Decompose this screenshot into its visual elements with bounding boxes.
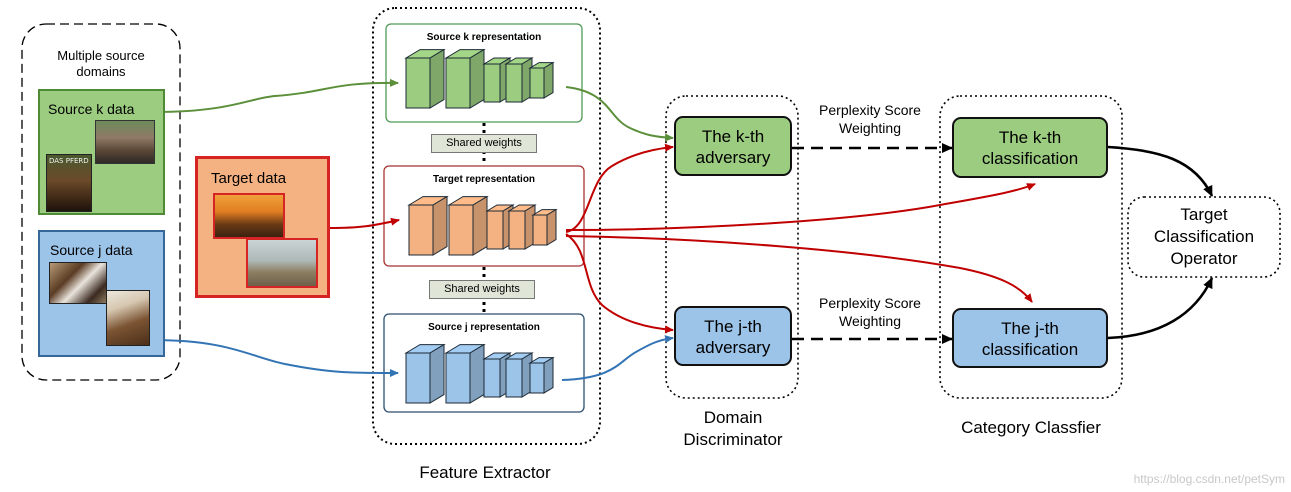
k-adversary-box: The k-th adversary <box>674 116 792 176</box>
source-j-photo-painted-horse <box>49 262 107 304</box>
j-adversary-box: The j-th adversary <box>674 306 792 366</box>
layer-cuboid-2 <box>447 195 489 256</box>
domain-discriminator-container <box>665 95 799 399</box>
source-k-photo-caption: DAS PFERD <box>49 157 89 165</box>
target-representation-label: Target representation <box>432 174 536 185</box>
source-k-photo-poster: DAS PFERD <box>46 154 92 212</box>
shared-weights-badge-top: Shared weights <box>431 134 537 153</box>
layer-cuboid-2 <box>444 343 486 404</box>
j-classification-box: The j-th classification <box>952 308 1108 368</box>
target-to-extractor-arrow <box>329 217 400 229</box>
layer-cuboid-4 <box>507 204 537 250</box>
category-classifier-container <box>939 95 1123 399</box>
source-domains-container <box>21 23 181 381</box>
target-to-j-classification <box>565 235 1033 303</box>
source-k-photo-riders <box>95 120 155 164</box>
layer-cuboid-1 <box>404 48 446 109</box>
target-layer-stack <box>407 195 558 256</box>
layer-cuboid-5 <box>531 208 558 246</box>
source-j-layer-stack <box>404 343 555 404</box>
layer-cuboid-2 <box>444 48 486 109</box>
layer-cuboid-5 <box>528 61 555 99</box>
category-classifier-title: Category Classfier <box>961 418 1101 437</box>
layer-cuboid-1 <box>407 195 449 256</box>
weighting-label-j: Perplexity Score Weighting <box>819 295 921 329</box>
shared-weights-badge-bottom: Shared weights <box>429 280 535 299</box>
domain-discriminator-title: Domain Discriminator <box>683 408 783 449</box>
feature-extractor-container <box>372 7 601 445</box>
source-k-to-extractor-arrow <box>154 78 399 113</box>
layer-cuboid-5 <box>528 356 555 394</box>
j-classification-to-operator <box>1107 277 1214 340</box>
k-classification-box: The k-th classification <box>952 117 1108 178</box>
target-to-k-classification <box>565 183 1036 231</box>
target-photo-standing-horse <box>246 238 318 288</box>
source-k-data-label: Source k data <box>48 101 135 117</box>
source-j-to-extractor-arrow <box>151 339 399 377</box>
target-data-label: Target data <box>211 170 287 187</box>
weighting-label-k: Perplexity Score Weighting <box>819 102 921 136</box>
feature-extractor-title: Feature Extractor <box>419 463 551 482</box>
k-classification-to-operator <box>1107 145 1214 197</box>
target-to-k-adversary <box>565 143 674 233</box>
watermark: https://blog.csdn.net/petSym <box>1133 472 1285 486</box>
layer-cuboid-4 <box>504 57 534 103</box>
source-j-representation-label: Source j representation <box>428 322 540 333</box>
layer-cuboid-1 <box>404 343 446 404</box>
target-to-j-adversary <box>565 233 674 334</box>
source-domains-title: Multiple source domains <box>57 48 145 79</box>
source-k-repr-to-k-adversary <box>565 86 674 142</box>
operator-label: Target Classification Operator <box>1153 205 1255 268</box>
source-j-repr-to-j-adversary <box>561 335 674 381</box>
source-j-data-label: Source j data <box>50 242 133 258</box>
target-photo-running-horse <box>213 193 285 239</box>
operator-box <box>1127 196 1281 278</box>
source-k-representation-label: Source k representation <box>426 32 542 43</box>
source-j-photo-horse-head <box>106 290 150 346</box>
source-k-layer-stack <box>404 48 555 109</box>
layer-cuboid-4 <box>504 352 534 398</box>
